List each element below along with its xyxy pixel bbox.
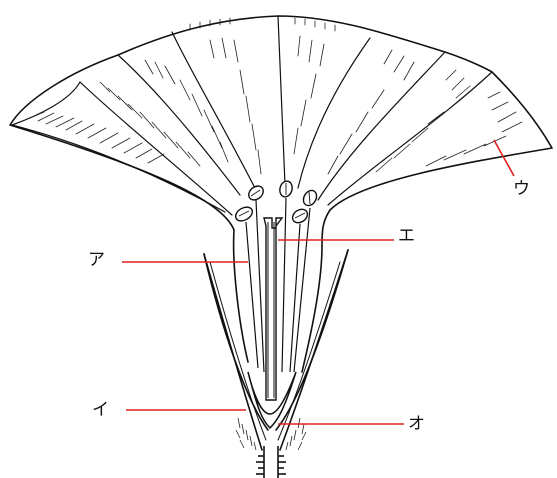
- label-a: ア: [88, 250, 105, 270]
- stem: [256, 446, 286, 478]
- leader-lines: [122, 140, 514, 424]
- corolla-veins: [12, 16, 492, 215]
- label-u: ウ: [513, 179, 530, 199]
- corolla-hatching: [30, 18, 522, 174]
- label-e: エ: [398, 226, 415, 246]
- label-o: オ: [408, 414, 425, 434]
- label-i: イ: [92, 400, 109, 420]
- pistil: [264, 218, 282, 400]
